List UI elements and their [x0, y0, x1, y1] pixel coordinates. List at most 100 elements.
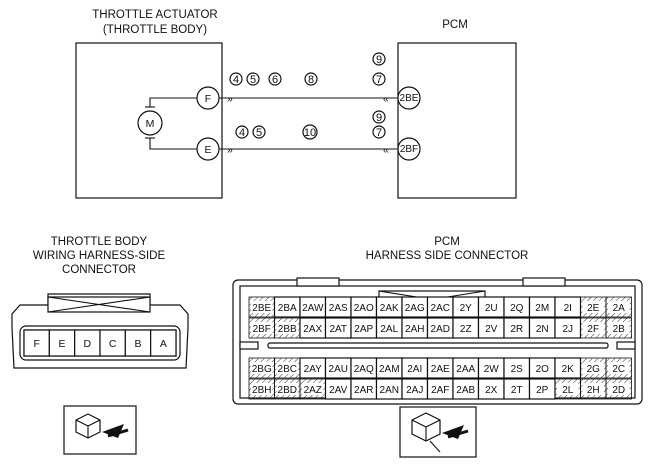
tb-pin-d: D: [74, 329, 101, 357]
tb-pin-b: B: [124, 329, 152, 357]
svg-text:2Q: 2Q: [510, 303, 524, 314]
terminal-e: E: [196, 137, 220, 161]
pcm-cavity-2au: 2AU: [324, 357, 352, 379]
svg-text:2G: 2G: [587, 364, 601, 375]
svg-text:2BG: 2BG: [252, 364, 272, 375]
pcm-cavity-2f: 2F: [580, 317, 607, 339]
svg-text:9: 9: [376, 54, 382, 66]
pcm-box: [397, 42, 517, 199]
pcm-cavity-2ag: 2AG: [401, 296, 429, 318]
pcm-cavity-2bg: 2BG: [248, 357, 275, 379]
tb-connector-title-line1: THROTTLE BODY: [51, 236, 148, 248]
svg-text:2BC: 2BC: [278, 364, 297, 375]
pcm-cavity-2ap: 2AP: [350, 317, 378, 339]
svg-text:2I: 2I: [564, 303, 572, 314]
svg-text:2AA: 2AA: [456, 364, 475, 375]
tb-pin-f: F: [23, 329, 50, 357]
pcm-cavity-2v: 2V: [477, 317, 505, 339]
svg-text:2AZ: 2AZ: [304, 385, 322, 396]
svg-text:2F: 2F: [587, 324, 599, 335]
svg-text:C: C: [109, 338, 117, 350]
svg-text:5: 5: [256, 127, 262, 139]
pcm-cavity-2j: 2J: [554, 317, 582, 339]
pcm-cavity-2ar: 2AR: [350, 378, 378, 400]
svg-text:A: A: [160, 338, 167, 350]
pcm-cavity-2am: 2AM: [375, 357, 403, 379]
pcm-cavity-2g: 2G: [580, 357, 607, 379]
motor-symbol: M: [137, 97, 197, 150]
svg-text:2AM: 2AM: [379, 364, 400, 375]
svg-text:2J: 2J: [562, 324, 573, 335]
pcm-cavity-2d: 2D: [605, 378, 632, 400]
svg-text:5: 5: [250, 74, 256, 86]
pcm-cavity-2be: 2BE: [248, 296, 275, 318]
svg-text:10: 10: [304, 127, 316, 139]
svg-text:2X: 2X: [485, 385, 498, 396]
svg-text:2AY: 2AY: [304, 364, 322, 375]
svg-text:2AV: 2AV: [329, 385, 347, 396]
svg-text:F: F: [205, 93, 211, 105]
pcm-cavity-2r: 2R: [503, 317, 531, 339]
svg-text:2AX: 2AX: [303, 324, 322, 335]
pcm-title: PCM: [442, 19, 468, 31]
pcm-cavity-2p: 2P: [528, 378, 556, 400]
tb-pin-e: E: [48, 329, 76, 357]
ref-mark: 5: [252, 125, 266, 139]
svg-text:2AS: 2AS: [329, 303, 348, 314]
pcm-cavity-2bh: 2BH: [248, 378, 275, 400]
svg-text:2AJ: 2AJ: [406, 385, 423, 396]
ref-mark: 10: [302, 124, 318, 140]
pcm-cavity-2w: 2W: [477, 357, 505, 379]
tb-connector-title-line2: WIRING HARNESS-SIDE: [33, 250, 166, 262]
pcm-cavity-2ao: 2AO: [350, 296, 378, 318]
pcm-cavity-2e: 2E: [580, 296, 607, 318]
svg-text:2AG: 2AG: [405, 303, 425, 314]
tb-connector-title-line3: CONNECTOR: [62, 264, 136, 276]
svg-text:2K: 2K: [562, 364, 575, 375]
svg-text:2U: 2U: [485, 303, 498, 314]
ref-mark: 5: [246, 72, 260, 86]
tb-pin-a: A: [150, 329, 177, 357]
pcm-cavity-2ae: 2AE: [426, 357, 454, 379]
pcm-cavity-2k: 2K: [554, 357, 582, 379]
terminal-f: F: [196, 86, 220, 110]
svg-text:2D: 2D: [612, 385, 625, 396]
pcm-cavity-2bd: 2BD: [274, 378, 301, 400]
svg-text:E: E: [58, 338, 65, 350]
pcm-connector-title-line1: PCM: [434, 236, 460, 248]
pcm-cavity-2c: 2C: [605, 357, 632, 379]
svg-text:2A: 2A: [613, 303, 626, 314]
svg-text:2AR: 2AR: [354, 385, 373, 396]
ref-mark: 7: [372, 125, 386, 139]
connector-chevron-icon: «: [383, 144, 389, 156]
pcm-cavity-2ac: 2AC: [426, 296, 454, 318]
svg-text:2E: 2E: [587, 303, 600, 314]
svg-text:2BE: 2BE: [400, 93, 419, 104]
pcm-cavity-2x: 2X: [477, 378, 505, 400]
pcm-cavity-2az: 2AZ: [299, 378, 326, 400]
pcm-cavity-2y: 2Y: [452, 296, 480, 318]
svg-text:2AU: 2AU: [329, 364, 348, 375]
svg-text:2C: 2C: [612, 364, 625, 375]
pcm-cavity-2t: 2T: [503, 378, 531, 400]
pcm-cavity-2an: 2AN: [375, 378, 403, 400]
pcm-cavity-2aj: 2AJ: [401, 378, 429, 400]
svg-text:4: 4: [233, 74, 239, 86]
svg-text:2BF: 2BF: [253, 324, 271, 335]
pcm-cavity-2al: 2AL: [375, 317, 403, 339]
pcm-cavity-2ay: 2AY: [299, 357, 327, 379]
pcm-cavity-2l: 2L: [554, 378, 581, 400]
svg-text:2AW: 2AW: [302, 303, 324, 314]
pcm-cavity-2a: 2A: [605, 296, 632, 318]
pcm-cavity-2ak: 2AK: [375, 296, 403, 318]
svg-text:2L: 2L: [562, 385, 574, 396]
svg-text:2B: 2B: [613, 324, 626, 335]
ref-mark: 7: [372, 72, 386, 86]
pcm-cavity-2ax: 2AX: [299, 317, 327, 339]
pcm-cavity-2at: 2AT: [324, 317, 352, 339]
pcm-cavity-2ah: 2AH: [401, 317, 429, 339]
pcm-cavity-2s: 2S: [503, 357, 531, 379]
